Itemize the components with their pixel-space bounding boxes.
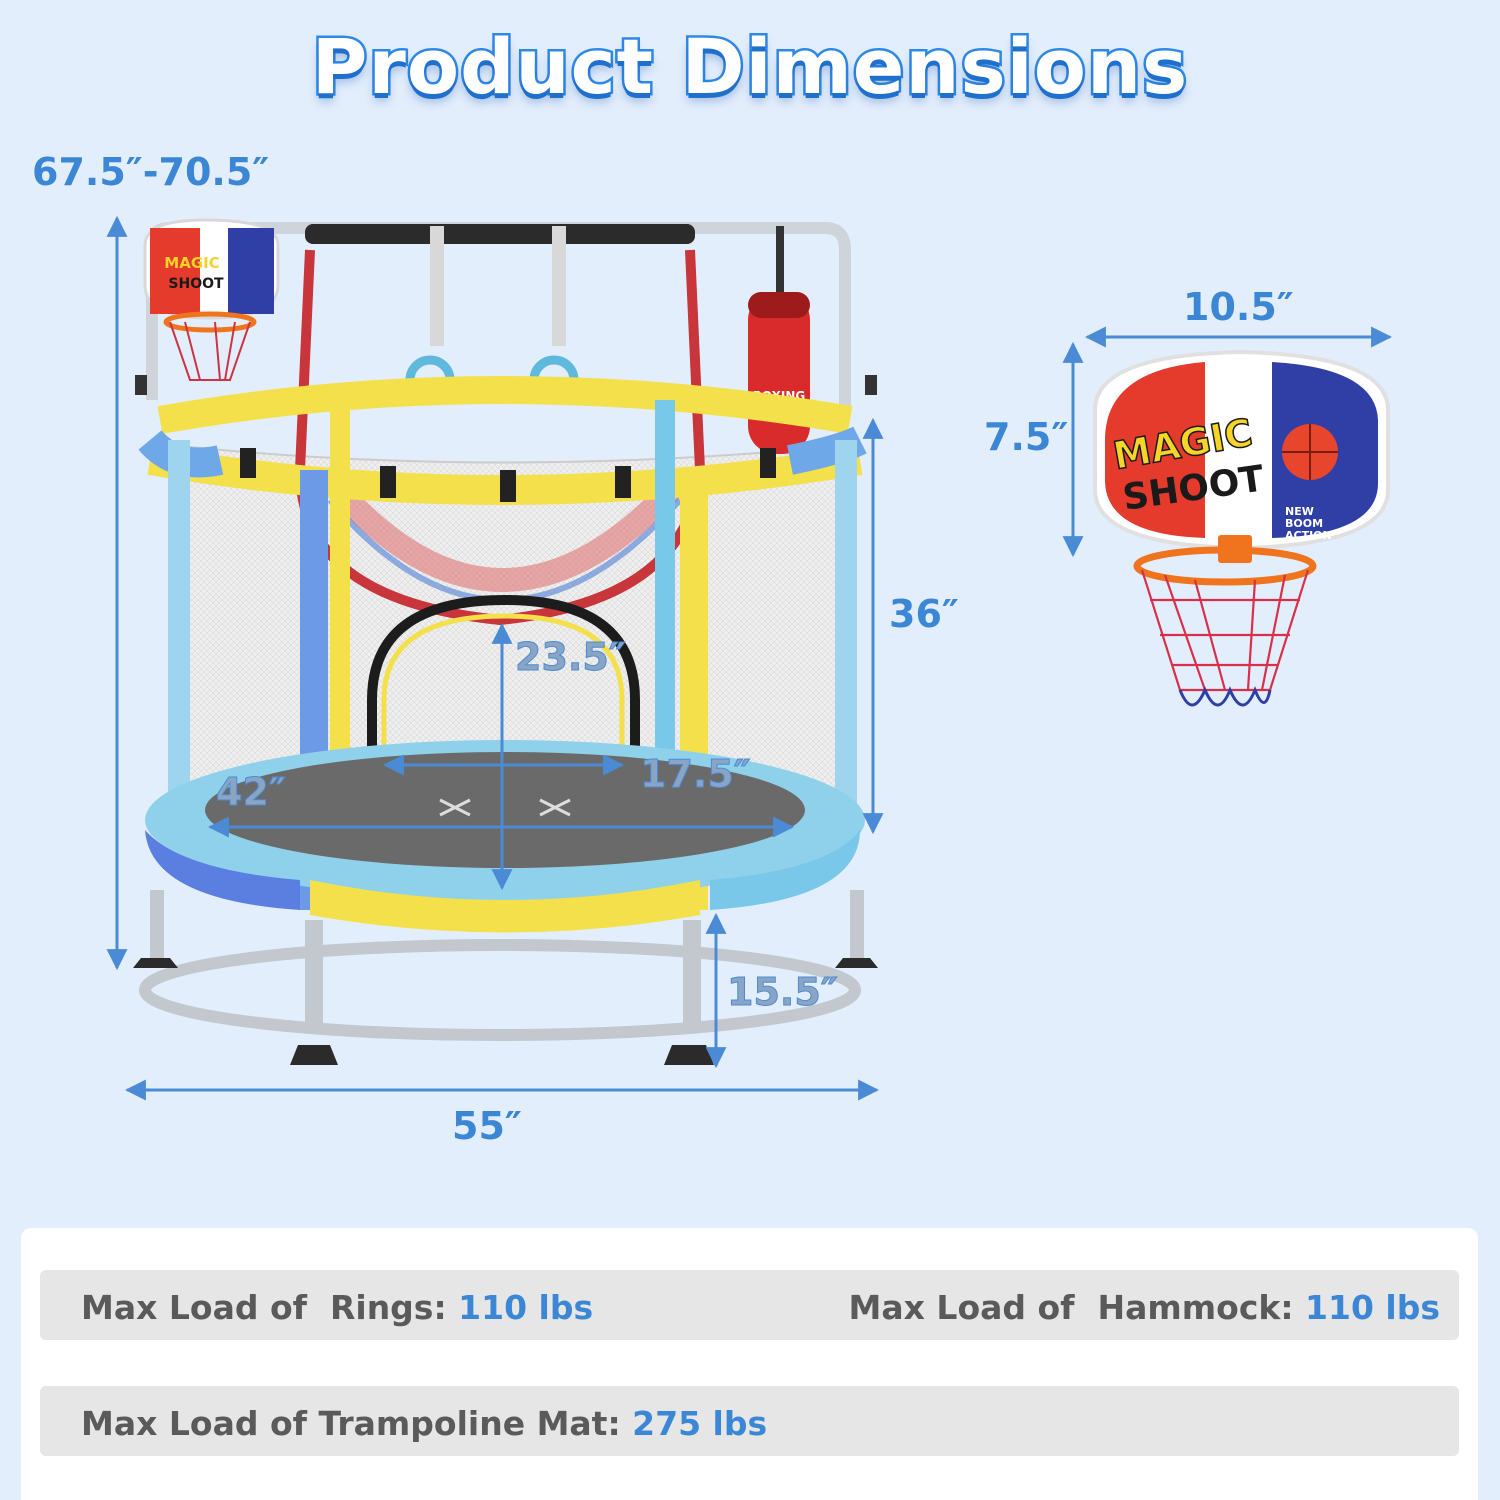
- label-basket-height: 7.5″: [984, 415, 1069, 459]
- label-net-height: 36″: [889, 592, 959, 636]
- spec-mat-label: Max Load of Trampoline Mat:: [81, 1404, 633, 1443]
- board-tagline-3: ACTION: [1285, 529, 1332, 542]
- product-diagram: BOXING CHAMPIONSHIP: [106, 215, 1393, 1101]
- spec-rings-value: 110 lbs: [458, 1288, 594, 1327]
- spec-hammock-label: Max Load of Hammock:: [848, 1288, 1306, 1327]
- load-specs-panel: Max Load of Rings: 110 lbs Max Load of H…: [21, 1228, 1478, 1500]
- spec-row-2: Max Load of Trampoline Mat: 275 lbs: [40, 1386, 1459, 1456]
- hoop-rim: [1133, 546, 1317, 586]
- top-padded-rail: [138, 376, 867, 505]
- small-basketball-hoop: MAGIC SHOOT: [143, 218, 280, 381]
- spec-mat: Max Load of Trampoline Mat: 275 lbs: [81, 1404, 767, 1443]
- base-frame: [133, 890, 878, 1065]
- dimension-arrows: [106, 215, 1393, 1101]
- net-door: [367, 594, 640, 900]
- gym-rings: [405, 226, 579, 405]
- trampoline-mat: [145, 740, 865, 933]
- basketball-board-detail: MAGIC SHOOT NEW BOOM ACTION: [1093, 349, 1390, 707]
- board-tagline-2: BOOM: [1285, 517, 1323, 530]
- label-total-height: 67.5″-70.5″: [32, 150, 270, 194]
- spec-rings-label: Max Load of Rings:: [81, 1288, 459, 1327]
- label-door-height: 23.5″: [515, 635, 627, 680]
- label-leg-height: 15.5″: [727, 970, 839, 1015]
- spec-hammock: Max Load of Hammock: 110 lbs: [849, 1288, 1440, 1327]
- small-board-text-2: SHOOT: [168, 276, 224, 292]
- spec-rings: Max Load of Rings: 110 lbs: [81, 1288, 593, 1327]
- small-board-text: MAGIC: [164, 254, 219, 272]
- label-door-width: 17.5″: [640, 752, 752, 797]
- label-mat-diameter: 42″: [216, 770, 287, 815]
- grab-bar: [305, 224, 695, 244]
- spec-row-1: Max Load of Rings: 110 lbs Max Load of H…: [40, 1270, 1459, 1340]
- board-tagline-1: NEW: [1285, 505, 1314, 518]
- spec-mat-value: 275 lbs: [632, 1404, 768, 1443]
- page-title: Product Dimensions: [309, 20, 1190, 114]
- label-overall-width: 55″: [452, 1104, 522, 1148]
- spec-hammock-value: 110 lbs: [1305, 1288, 1440, 1327]
- label-basket-width: 10.5″: [1183, 285, 1294, 329]
